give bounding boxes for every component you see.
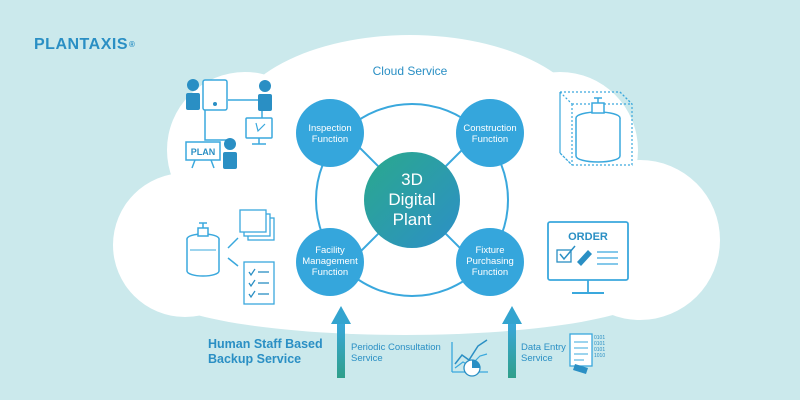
center-line3: Plant [392,210,432,229]
plan-label: PLAN [191,147,216,157]
fixture-purchasing-function-circle [456,228,524,296]
digital-plant-circle [364,152,460,248]
facility-management-function-circle [296,228,364,296]
binary-code-text: 0101 0101 0101 1010 [594,335,607,359]
data-entry-document-icon: 0101 0101 0101 1010 [569,333,607,374]
inspection-function-circle [296,99,364,167]
construction-function-circle [456,99,524,167]
fixture-function-line3: Function [471,267,509,278]
data-entry-label: Data Entry Service [521,342,581,364]
backup-line1: Human Staff Based [208,337,323,351]
facility-function-line2: Management [302,256,358,267]
data-entry-line1: Data Entry [521,342,566,353]
data-entry-arrow [502,306,522,378]
data-entry-line2: Service [521,353,553,364]
cloud-service-title: Cloud Service [372,64,448,78]
construction-function-line2: Function [471,134,509,145]
order-monitor-icon: ORDER [547,221,629,294]
order-label: ORDER [568,231,608,243]
consultation-line1: Periodic Consultation [351,342,441,353]
brand-name: PLANTAXIS [34,36,128,53]
cloud-shape [113,35,720,335]
facility-function-line3: Function [311,267,349,278]
center-line2: Digital [388,190,436,209]
fixture-function-line1: Fixture [475,245,505,256]
registered-mark: ® [128,40,136,50]
tank-3d-model-icon [559,91,633,166]
backup-line2: Backup Service [208,352,302,366]
digital-plant-label: 3D Digital Plant [372,170,452,230]
inspection-function-line2: Function [311,134,349,145]
consultation-arrow [331,306,351,378]
fixture-purchasing-function-label: Fixture Purchasing Function [452,245,528,278]
center-line1: 3D [401,170,423,189]
brand-logo: PLANTAXIS® [34,36,135,54]
tank-documents-icon [186,209,275,305]
facility-management-function-label: Facility Management Function [296,245,364,278]
consultation-chart-icon [451,339,488,377]
construction-function-label: Construction Function [452,123,528,145]
inspection-function-line1: Inspection [308,123,352,134]
backup-service-title: Human Staff Based Backup Service [208,337,348,367]
construction-function-line1: Construction [463,123,517,134]
facility-function-line1: Facility [315,245,345,256]
periodic-consultation-label: Periodic Consultation Service [351,342,461,364]
function-ring [315,103,509,297]
fixture-function-line2: Purchasing [466,256,514,267]
consultation-line2: Service [351,353,383,364]
planning-team-icon: PLAN [185,79,273,169]
inspection-function-label: Inspection Function [296,123,364,145]
